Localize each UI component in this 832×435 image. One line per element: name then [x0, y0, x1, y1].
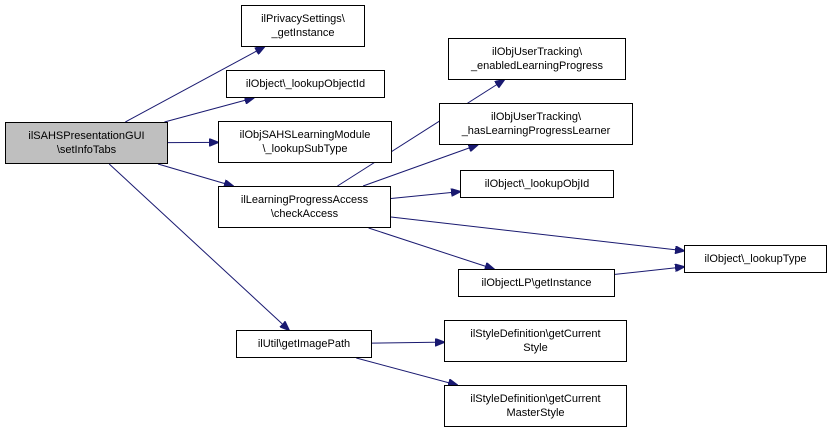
edge-getImagePath-to-currentMasterStyle — [356, 357, 457, 385]
node-label-line: ilPrivacySettings\ — [261, 13, 345, 25]
node-has-learning-progress-learner[interactable]: ilObjUserTracking\ _hasLearningProgressL… — [439, 103, 633, 145]
node-label-line: MasterStyle — [506, 407, 565, 419]
node-label-line: \setInfoTabs — [56, 144, 117, 156]
edge-root-to-privacy — [125, 47, 264, 123]
edge-root-to-lookupObjectId — [164, 98, 253, 123]
node-get-current-master-style[interactable]: ilStyleDefinition\getCurrent MasterStyle — [444, 385, 627, 427]
node-privacy-settings-getinstance[interactable]: ilPrivacySettings\ _getInstance — [241, 5, 365, 47]
edge-checkAccess-to-lookupType — [390, 216, 684, 251]
node-label-line: _enabledLearningProgress — [470, 60, 604, 72]
node-label-line: _getInstance — [271, 27, 335, 39]
node-label-line: ilObjUserTracking\ — [491, 46, 583, 58]
edge-lpGetInstance-to-lookupType — [614, 267, 684, 275]
node-get-image-path[interactable]: ilUtil\getImagePath — [236, 330, 372, 358]
edge-checkAccess-to-lpGetInstance — [368, 227, 494, 269]
node-label-line: ilObjSAHSLearningModule — [239, 129, 371, 141]
node-label-line: ilObjectLP\getInstance — [481, 277, 592, 289]
node-label-line: ilObject\_lookupObjectId — [245, 78, 366, 90]
edge-root-to-checkAccess — [157, 163, 233, 186]
edge-checkAccess-to-hasLPLearner — [362, 145, 477, 187]
edge-checkAccess-to-enabledLP — [337, 80, 504, 187]
node-label-line: ilUtil\getImagePath — [257, 338, 351, 350]
node-label-line: ilLearningProgressAccess — [240, 194, 369, 206]
node-check-access[interactable]: ilLearningProgressAccess \checkAccess — [218, 186, 391, 228]
node-label-line: ilStyleDefinition\getCurrent — [470, 328, 601, 340]
node-root-setinfotabs[interactable]: ilSAHSPresentationGUI \setInfoTabs — [5, 122, 168, 164]
node-lookup-obj-id[interactable]: ilObject\_lookupObjId — [460, 170, 614, 198]
node-label-line: _hasLearningProgressLearner — [461, 125, 611, 137]
edge-getImagePath-to-currentStyle — [371, 342, 444, 343]
node-label-line: ilSAHSPresentationGUI — [28, 130, 145, 142]
node-label-line: ilObjUserTracking\ — [490, 111, 582, 123]
node-label-line: \checkAccess — [270, 208, 339, 220]
node-get-current-style[interactable]: ilStyleDefinition\getCurrent Style — [444, 320, 627, 362]
edge-root-to-getImagePath — [108, 163, 289, 330]
node-label-line: Style — [523, 342, 548, 354]
node-lookup-object-id[interactable]: ilObject\_lookupObjectId — [226, 70, 385, 98]
node-objectlp-getinstance[interactable]: ilObjectLP\getInstance — [458, 269, 615, 297]
node-label-line: \_lookupSubType — [262, 143, 348, 155]
node-enabled-learning-progress[interactable]: ilObjUserTracking\ _enabledLearningProgr… — [448, 38, 626, 80]
node-lookup-subtype[interactable]: ilObjSAHSLearningModule \_lookupSubType — [218, 121, 392, 163]
node-label-line: ilObject\_lookupType — [704, 253, 807, 265]
node-label-line: ilStyleDefinition\getCurrent — [470, 393, 601, 405]
node-lookup-type[interactable]: ilObject\_lookupType — [684, 245, 827, 273]
edge-checkAccess-to-lookupObjId — [390, 192, 460, 199]
node-label-line: ilObject\_lookupObjId — [484, 178, 590, 190]
